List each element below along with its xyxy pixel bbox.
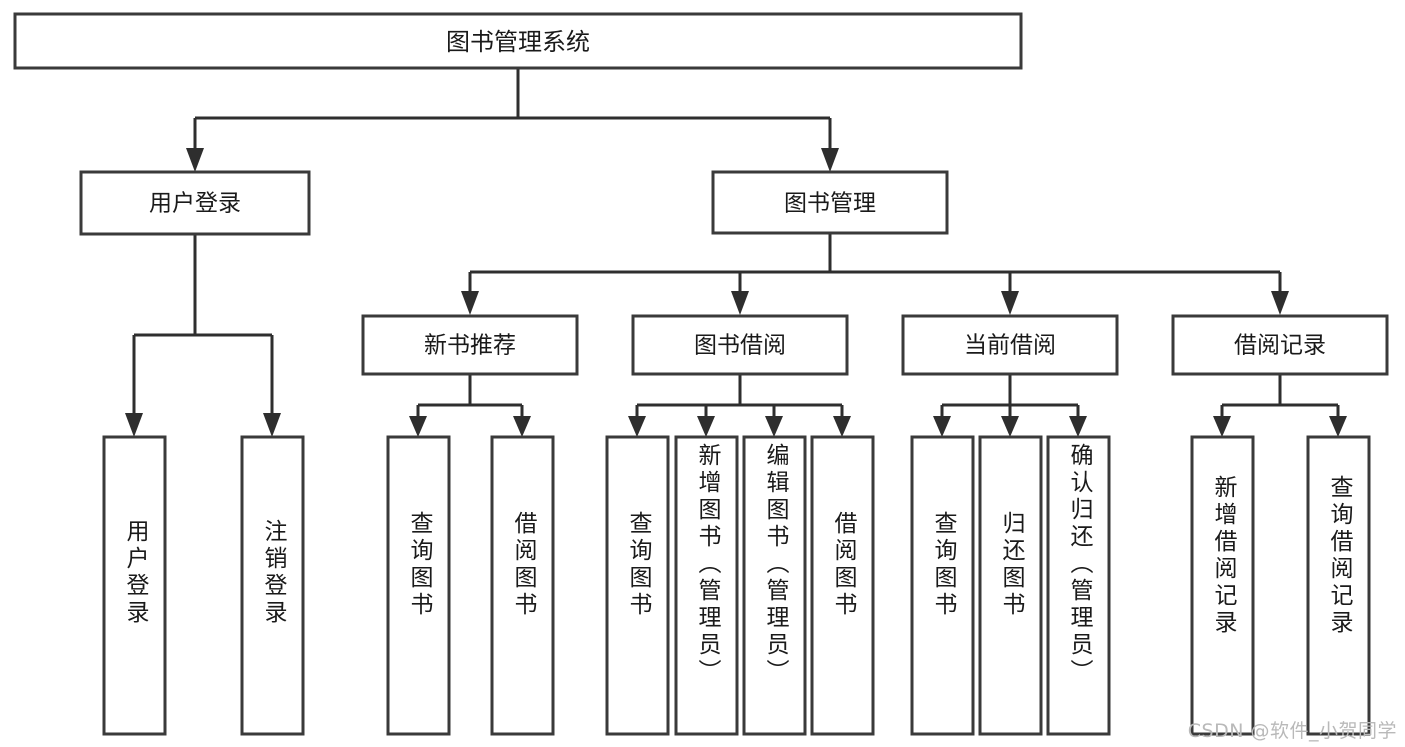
node-book-management[interactable]: 图书管理 [711,170,949,235]
arrow-head-leaf-query-book-3 [933,416,951,437]
leaf-query-book-2-box[interactable] [605,435,670,736]
node-current-borrow-box[interactable] [901,314,1119,376]
node-book-management-label: 图书管理 [784,191,876,217]
leaf-box-layer [102,435,1371,736]
arrow-head-new-book-recommend [461,291,479,315]
arrow-head-leaf-user-login [125,413,143,437]
node-current-borrow[interactable]: 当前借阅 [901,314,1119,376]
arrow-head-leaf-edit-book [765,416,783,437]
leaf-query-record-box[interactable] [1306,435,1371,736]
node-user-login[interactable]: 用户登录 [79,170,311,236]
arrow-head-leaf-confirm-return [1069,416,1087,437]
connector-layer [125,68,1347,437]
node-book-borrow-label: 图书借阅 [694,333,786,359]
leaf-borrow-book-2-box[interactable] [810,435,875,736]
leaf-edit-book-box[interactable] [742,435,807,736]
watermark-text: CSDN @软件_小贺同学 [1187,720,1397,742]
node-borrow-record-box[interactable] [1171,314,1389,376]
leaf-user-login-box[interactable] [102,435,167,736]
leaf-confirm-return-box[interactable] [1046,435,1111,736]
arrow-head-leaf-add-book [697,416,715,437]
arrow-head-leaf-add-record [1213,416,1231,437]
node-user-login-box[interactable] [79,170,311,236]
arrow-head-current-borrow [1001,291,1019,315]
arrow-head-book-borrow [731,291,749,315]
arrow-head-leaf-return-book [1001,416,1019,437]
leaf-add-record-box[interactable] [1190,435,1255,736]
node-root-box[interactable] [13,12,1023,70]
node-book-borrow[interactable]: 图书借阅 [631,314,849,376]
arrow-head-leaf-query-record [1329,416,1347,437]
leaf-query-book-1-box[interactable] [386,435,451,736]
node-book-borrow-box[interactable] [631,314,849,376]
node-borrow-record-label: 借阅记录 [1234,333,1326,359]
arrow-head-leaf-user-logout [263,413,281,437]
leaf-borrow-book-1-box[interactable] [490,435,555,736]
arrow-head-leaf-query-book-1 [409,416,427,437]
leaf-query-book-3-box[interactable] [910,435,975,736]
node-current-borrow-label: 当前借阅 [964,333,1056,359]
arrow-head-borrow-record [1271,291,1289,315]
node-root[interactable]: 图书管理系统 [13,12,1023,70]
leaf-return-book-box[interactable] [978,435,1043,736]
leaf-add-book-box[interactable] [674,435,739,736]
arrow-head-book-management [821,148,839,172]
node-user-login-label: 用户登录 [149,191,241,217]
node-new-book-recommend-label: 新书推荐 [424,333,516,359]
node-new-book-recommend[interactable]: 新书推荐 [361,314,579,376]
arrow-head-leaf-query-book-2 [628,416,646,437]
node-book-management-box[interactable] [711,170,949,235]
arrow-head-leaf-borrow-book-1 [513,416,531,437]
node-root-label: 图书管理系统 [446,28,590,56]
arrow-head-leaf-borrow-book-2 [833,416,851,437]
leaf-user-logout-box[interactable] [240,435,305,736]
node-borrow-record[interactable]: 借阅记录 [1171,314,1389,376]
arrow-head-user-login [186,148,204,172]
node-new-book-recommend-box[interactable] [361,314,579,376]
